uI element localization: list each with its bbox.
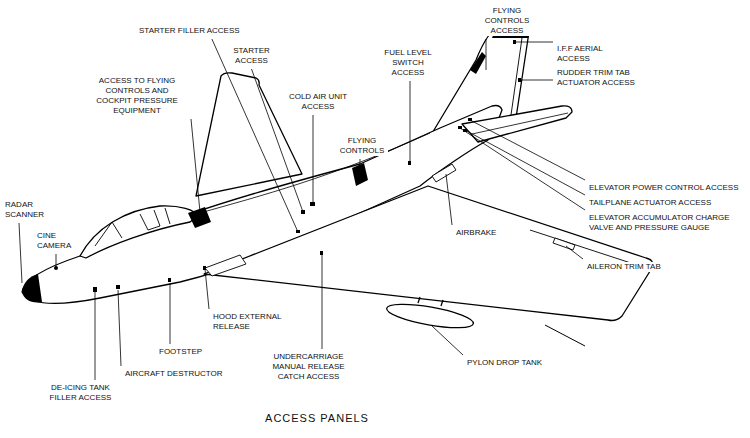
- leader-line: [170, 283, 171, 344]
- callout-label: AIRBRAKE: [455, 228, 497, 238]
- callout-label: ELEVATOR ACCUMULATOR CHARGE VALVE AND PR…: [588, 213, 748, 233]
- access-mark: [93, 287, 97, 292]
- callout-label: I.F.F AERIAL ACCESS: [556, 44, 638, 64]
- callout-label: RUDDER TRIM TAB ACTUATOR ACCESS: [556, 68, 648, 88]
- access-mark: [310, 202, 315, 206]
- callout-label: STARTER ACCESS: [228, 46, 275, 66]
- callout-label: TAILPLANE ACTUATOR ACCESS: [588, 198, 712, 208]
- leader-line: [191, 119, 200, 212]
- tailplane: [462, 106, 572, 142]
- leader-line: [486, 39, 487, 70]
- leader-line: [432, 326, 463, 355]
- callout-label: FOOTSTEP: [158, 347, 203, 357]
- callout-label: AIRCRAFT DESTRUCTOR: [124, 369, 224, 379]
- callout-label: HOOD EXTERNAL RELEASE: [212, 312, 289, 332]
- access-mark: [116, 285, 120, 289]
- callout-label: STARTER FILLER ACCESS: [138, 26, 241, 36]
- access-mark: [513, 40, 516, 44]
- access-mark: [408, 161, 411, 165]
- near-wing: [204, 186, 653, 321]
- aileron-line: [530, 230, 640, 266]
- leader-line: [118, 290, 121, 366]
- rudder-line: [511, 38, 522, 115]
- airbrake: [432, 164, 456, 182]
- leader-line: [360, 159, 361, 176]
- callout-label: AILERON TRIM TAB: [586, 262, 662, 272]
- leader-line: [56, 254, 57, 267]
- leader-line: [410, 81, 411, 163]
- leader-line: [465, 130, 585, 195]
- callout-label: UNDERCARRIAGE MANUAL RELEASE CATCH ACCES…: [270, 352, 347, 382]
- access-mark: [203, 266, 206, 270]
- radar-radome: [22, 274, 42, 303]
- leader-line: [322, 255, 323, 349]
- leader-line: [95, 292, 96, 380]
- canopy-frame: [95, 208, 170, 246]
- elevator-line: [472, 113, 568, 134]
- pylon: [418, 297, 443, 306]
- figure-caption: ACCESS PANELS: [217, 412, 417, 424]
- callout-label: PYLON DROP TANK: [466, 358, 543, 368]
- access-mark: [168, 278, 171, 282]
- pitot-probe: [545, 325, 585, 346]
- callout-label: FLYING CONTROLS ACCESS: [470, 6, 544, 36]
- leader-line: [252, 69, 304, 212]
- callout-label: ACCESS TO FLYING CONTROLS AND COCKPIT PR…: [86, 76, 188, 116]
- callout-label: DE-ICING TANK FILLER ACCESS: [42, 383, 119, 403]
- leader-line: [446, 174, 452, 225]
- callout-label: ELEVATOR POWER CONTROL ACCESS: [588, 183, 740, 193]
- leader-line: [313, 115, 314, 204]
- leader-line: [212, 39, 298, 232]
- callout-label: RADAR SCANNER: [4, 200, 54, 220]
- callout-label: FLYING CONTROLS: [336, 136, 388, 156]
- callout-label: FUEL LEVEL SWITCH ACCESS: [378, 48, 438, 78]
- canopy: [80, 206, 198, 258]
- access-mark: [320, 251, 323, 255]
- callout-label: COLD AIR UNIT ACCESS: [282, 92, 354, 112]
- leader-line: [516, 42, 553, 43]
- leader-line: [521, 80, 553, 81]
- leader-line: [460, 128, 585, 210]
- leader-line: [205, 269, 209, 309]
- leader-line: [566, 246, 583, 259]
- drop-tank: [385, 299, 475, 332]
- aileron-trim-tab: [553, 238, 575, 250]
- callout-label: CINE CAMERA: [36, 231, 78, 251]
- fin-access-panel: [470, 52, 486, 74]
- air-intake: [205, 255, 246, 276]
- access-mark: [518, 78, 521, 82]
- leader-line: [19, 223, 22, 283]
- leader-line: [470, 120, 585, 180]
